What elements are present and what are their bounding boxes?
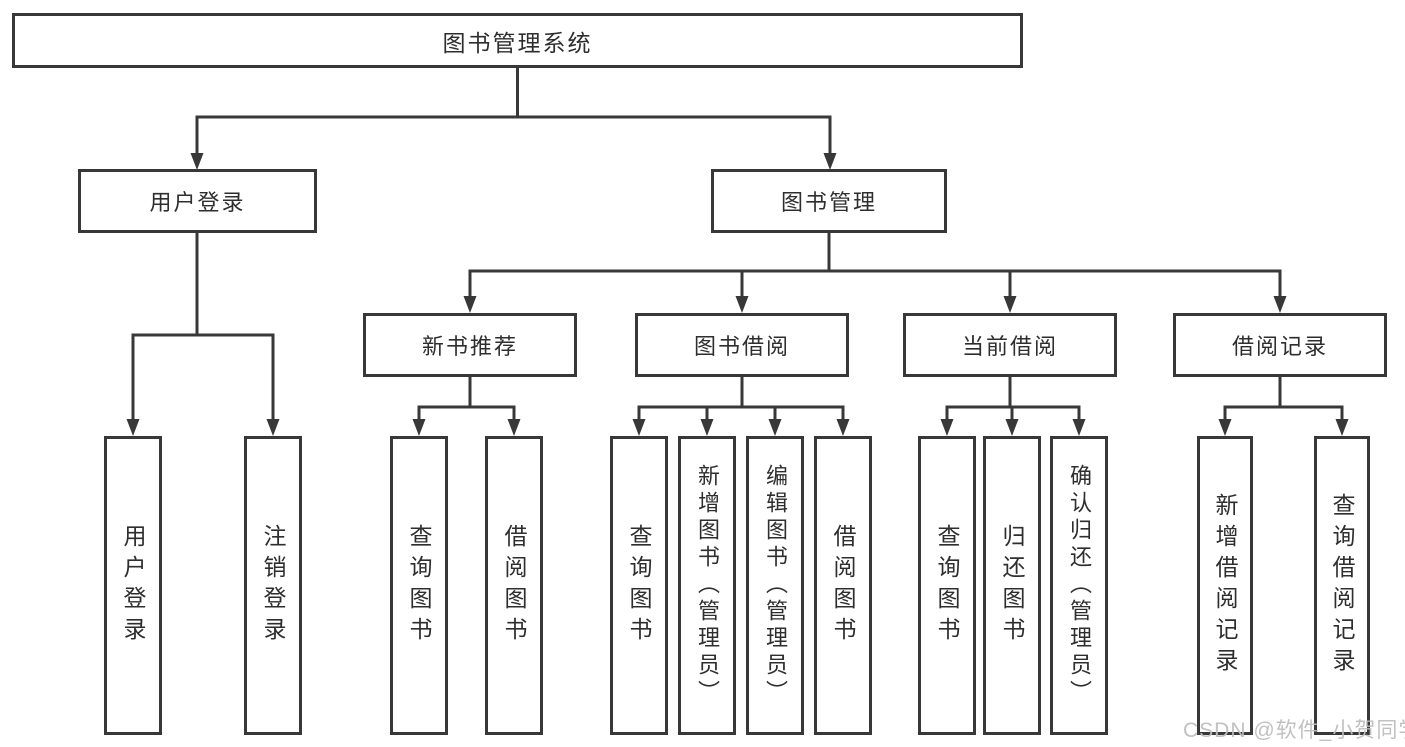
arrow-down-icon xyxy=(735,296,749,313)
arrow-down-icon xyxy=(1335,419,1349,436)
connector-user-login-split xyxy=(126,233,280,436)
arrow-down-icon xyxy=(412,419,426,436)
arrow-down-icon xyxy=(507,419,521,436)
arrow-down-icon xyxy=(463,296,477,313)
arrow-down-icon xyxy=(126,419,140,436)
arrow-down-icon xyxy=(1218,419,1232,436)
leaf-return-book: 归还图书 xyxy=(983,436,1041,735)
arrow-down-icon xyxy=(1072,419,1086,436)
leaf-user-login: 用户登录 xyxy=(104,436,162,735)
leaf-query-books-current: 查询图书 xyxy=(918,436,976,735)
arrow-down-icon xyxy=(1005,419,1019,436)
node-user-login: 用户登录 xyxy=(78,169,317,233)
node-library-system: 图书管理系统 xyxy=(12,13,1023,68)
connector-book-borrow-split xyxy=(632,377,850,436)
node-new-book-recommend: 新书推荐 xyxy=(363,313,577,377)
leaf-confirm-return-admin: 确认归还（管理员） xyxy=(1050,436,1108,735)
connector-new-book-split xyxy=(412,377,521,436)
leaf-query-books-recommend: 查询图书 xyxy=(390,436,448,735)
leaf-edit-book-admin: 编辑图书（管理员） xyxy=(746,436,804,735)
arrow-down-icon xyxy=(700,419,714,436)
leaf-borrow-books-recommend: 借阅图书 xyxy=(485,436,543,735)
leaf-add-borrow-record: 新增借阅记录 xyxy=(1197,436,1253,735)
arrow-down-icon xyxy=(768,419,782,436)
arrow-down-icon xyxy=(823,153,837,170)
connector-current-borrow-split xyxy=(940,377,1086,436)
connector-borrow-records-split xyxy=(1218,377,1349,436)
node-borrow-records: 借阅记录 xyxy=(1173,313,1387,377)
arrow-down-icon xyxy=(940,419,954,436)
node-book-borrow: 图书借阅 xyxy=(635,313,849,377)
leaf-query-books-borrow: 查询图书 xyxy=(610,436,668,735)
arrow-down-icon xyxy=(266,419,280,436)
leaf-logout: 注销登录 xyxy=(244,436,302,735)
watermark: CSDN @软件_小贺同学 xyxy=(1183,719,1405,742)
arrow-down-icon xyxy=(1003,296,1017,313)
leaf-add-book-admin: 新增图书（管理员） xyxy=(678,436,736,735)
arrow-down-icon xyxy=(836,419,850,436)
arrow-down-icon xyxy=(1273,296,1287,313)
leaf-query-borrow-record: 查询借阅记录 xyxy=(1314,436,1370,735)
arrow-down-icon xyxy=(632,419,646,436)
node-current-borrow: 当前借阅 xyxy=(903,313,1117,377)
node-book-management: 图书管理 xyxy=(711,169,947,233)
connector-book-management-split xyxy=(463,233,1287,313)
connector-root-split xyxy=(190,68,837,170)
arrow-down-icon xyxy=(190,153,204,170)
leaf-borrow-books-borrow: 借阅图书 xyxy=(814,436,872,735)
